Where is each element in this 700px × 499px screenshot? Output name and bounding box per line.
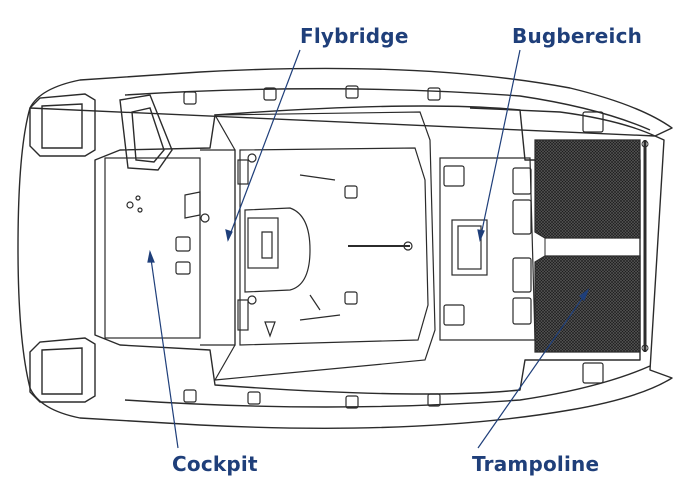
- square-hatch-icon: [263, 87, 277, 101]
- pointer-flybridge-arrow: [225, 229, 233, 242]
- square-hatch-icon: [345, 395, 359, 409]
- hull-outline: [17, 67, 673, 429]
- cockpit-bench: [200, 149, 236, 346]
- square-hatch-icon: [443, 304, 465, 326]
- pointer-trampoline: [477, 289, 589, 449]
- stern-pod-bottom: [29, 337, 96, 403]
- starboard-hull-inner-line: [124, 365, 651, 408]
- pointer-cockpit-arrow: [147, 249, 155, 263]
- square-hatch-icon: [344, 291, 358, 305]
- track-line: [299, 314, 341, 321]
- winch-icon: [137, 207, 143, 213]
- pointer-lines: [147, 49, 590, 449]
- winch-icon: [247, 153, 257, 163]
- label-flybridge: Flybridge: [300, 24, 409, 48]
- track-line: [309, 294, 321, 311]
- square-hatch-icon: [345, 85, 359, 99]
- square-hatch-icon: [427, 393, 441, 407]
- pointer-flybridge: [227, 49, 301, 241]
- square-hatch-icon: [512, 167, 532, 195]
- label-trampoline: Trampoline: [472, 452, 600, 476]
- inner-deck-outline: [94, 105, 641, 395]
- crossbeam-end: [641, 344, 649, 352]
- square-hatch-icon: [582, 111, 604, 133]
- hull-outline-group: [17, 67, 673, 429]
- side-window: [237, 159, 249, 185]
- label-cockpit: Cockpit: [172, 452, 258, 476]
- trampoline-net-bottom: [534, 255, 641, 353]
- coachroof-outline: [213, 111, 436, 381]
- square-hatch-icon: [443, 165, 465, 187]
- square-hatch-icon: [427, 87, 441, 101]
- pointer-cockpit: [149, 251, 179, 449]
- square-hatch-icon: [183, 91, 197, 105]
- deck-hatches: [183, 85, 604, 409]
- square-hatch-icon: [512, 297, 532, 325]
- foredeck: [439, 157, 536, 341]
- trampoline-nets: [534, 139, 649, 353]
- winch-icon: [247, 295, 257, 305]
- square-hatch-icon: [247, 391, 261, 405]
- stern-pod-top-inner: [41, 103, 83, 149]
- stern-pod-bottom-inner: [41, 347, 83, 395]
- label-bugbereich: Bugbereich: [512, 24, 643, 48]
- cockpit-step: [184, 191, 201, 219]
- longeron: [544, 237, 641, 257]
- anchor-locker-lid: [457, 225, 482, 270]
- stern-pods: [29, 93, 173, 403]
- crossbeam-end: [641, 140, 649, 148]
- winch-icon: [126, 201, 134, 209]
- helm-seat-inner: [131, 107, 165, 163]
- trampoline-net-top: [534, 139, 641, 239]
- mast-step: [403, 241, 413, 251]
- winch-icon: [200, 213, 210, 223]
- helm-console: [244, 207, 311, 293]
- flybridge-deck: [239, 147, 429, 346]
- cockpit-area: [104, 149, 236, 346]
- pointer-bugbereich-arrow: [477, 229, 485, 242]
- square-hatch-icon: [512, 257, 532, 293]
- square-hatch-icon: [582, 362, 604, 384]
- pointer-trampoline-arrow: [579, 288, 590, 302]
- helm-station: [247, 217, 279, 269]
- stern-pod-top: [29, 93, 96, 157]
- square-hatch-icon: [183, 389, 197, 403]
- cockpit-floor: [104, 157, 201, 339]
- square-hatch-icon: [344, 185, 358, 199]
- helm-wheel: [261, 231, 273, 259]
- anchor-locker: [451, 219, 488, 276]
- track-line: [299, 174, 336, 181]
- cleat-icon: [264, 321, 276, 338]
- square-hatch-icon: [512, 199, 532, 235]
- flybridge-structure: [213, 111, 436, 381]
- pointer-bugbereich: [479, 49, 521, 241]
- winch-icon: [135, 195, 141, 201]
- helm-seat: [119, 94, 173, 171]
- square-hatch-icon: [175, 236, 191, 252]
- square-hatch-icon: [175, 261, 191, 275]
- side-window: [237, 299, 249, 331]
